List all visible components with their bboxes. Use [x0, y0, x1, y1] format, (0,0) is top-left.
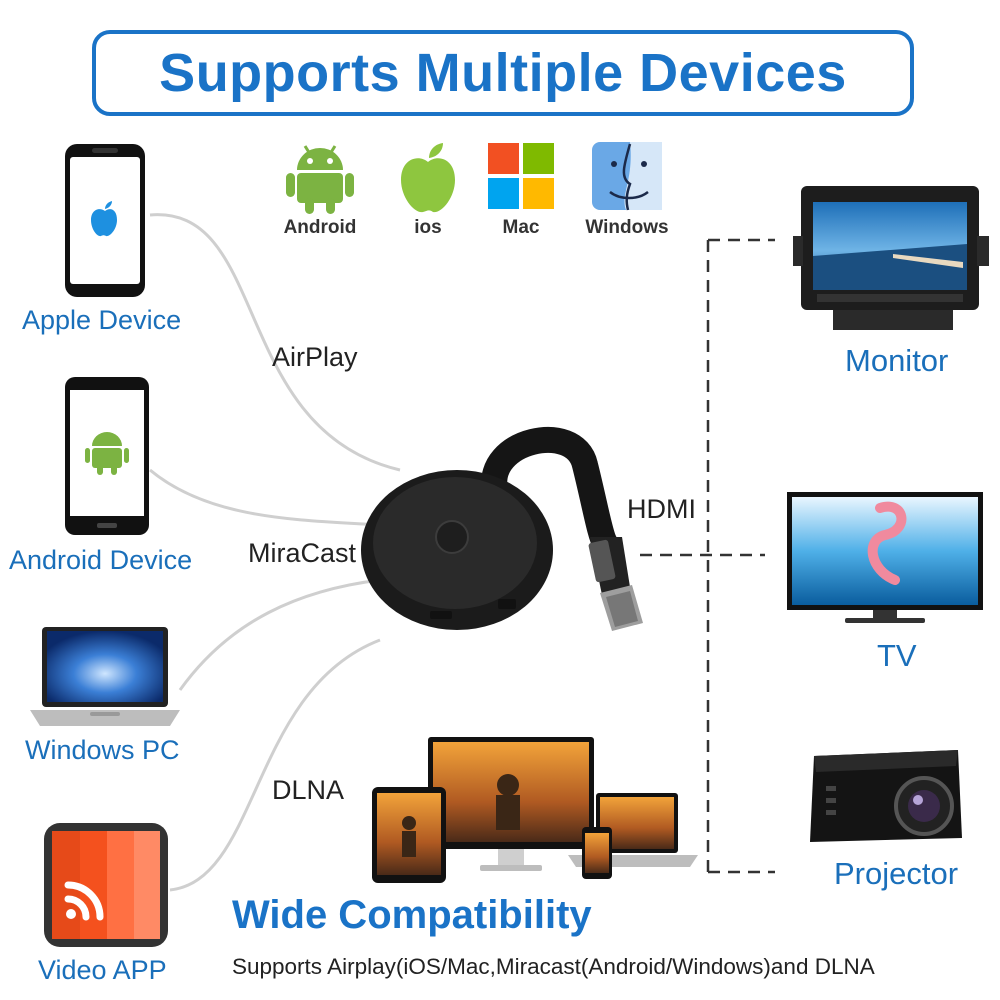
dongle-icon	[361, 427, 643, 631]
page-title: Supports Multiple Devices	[159, 43, 847, 103]
iphone-icon	[65, 144, 145, 297]
miracast-line	[149, 468, 381, 527]
windows-logo-icon	[488, 143, 554, 209]
os-ios	[393, 140, 463, 220]
os-android	[285, 140, 355, 220]
title-banner: Supports Multiple Devices	[92, 30, 914, 116]
tv-icon	[787, 492, 983, 623]
source-windows-pc	[30, 626, 180, 735]
source-android-device	[64, 376, 150, 541]
protocol-label-hdmi: HDMI	[627, 494, 696, 524]
output-label-tv: TV	[877, 638, 917, 673]
laptop-icon	[30, 627, 180, 726]
video-app-icon	[44, 823, 168, 947]
source-label-video: Video APP	[38, 955, 167, 985]
footer-title: Wide Compatibility	[232, 893, 592, 937]
source-label-android: Android Device	[9, 545, 193, 575]
source-label-windows: Windows PC	[25, 735, 180, 765]
airplay-line	[149, 213, 401, 472]
os-windows	[590, 140, 664, 217]
os-mac	[488, 143, 554, 214]
output-tv	[785, 490, 985, 635]
android-icon	[286, 145, 354, 214]
os-label-android: Android	[283, 217, 357, 238]
dlna-line	[169, 638, 381, 892]
source-apple-device	[64, 143, 146, 303]
protocol-label-miracast: MiraCast	[248, 538, 357, 568]
mac-finder-icon	[592, 142, 662, 211]
projector-icon	[810, 750, 962, 842]
protocol-label-airplay: AirPlay	[272, 342, 358, 372]
protocol-label-dlna: DLNA	[272, 775, 345, 805]
output-projector	[806, 742, 966, 853]
windows-line	[178, 578, 381, 691]
os-label-ios: ios	[414, 217, 442, 238]
os-label-windows: Windows	[585, 217, 669, 238]
output-label-monitor: Monitor	[845, 343, 949, 378]
output-label-projector: Projector	[834, 856, 959, 891]
multi-screen-icon	[372, 737, 698, 883]
source-video-app	[44, 823, 168, 952]
android-phone-icon	[65, 377, 149, 535]
hdmi-dongle	[360, 425, 660, 670]
output-monitor	[793, 184, 993, 337]
monitor-icon	[793, 186, 989, 330]
apple-icon	[401, 143, 455, 213]
source-label-apple: Apple Device	[22, 305, 182, 335]
footer-subtitle: Supports Airplay(iOS/Mac,Miracast(Androi…	[232, 954, 875, 979]
screens-cluster	[368, 735, 698, 890]
os-label-mac: Mac	[502, 217, 540, 238]
